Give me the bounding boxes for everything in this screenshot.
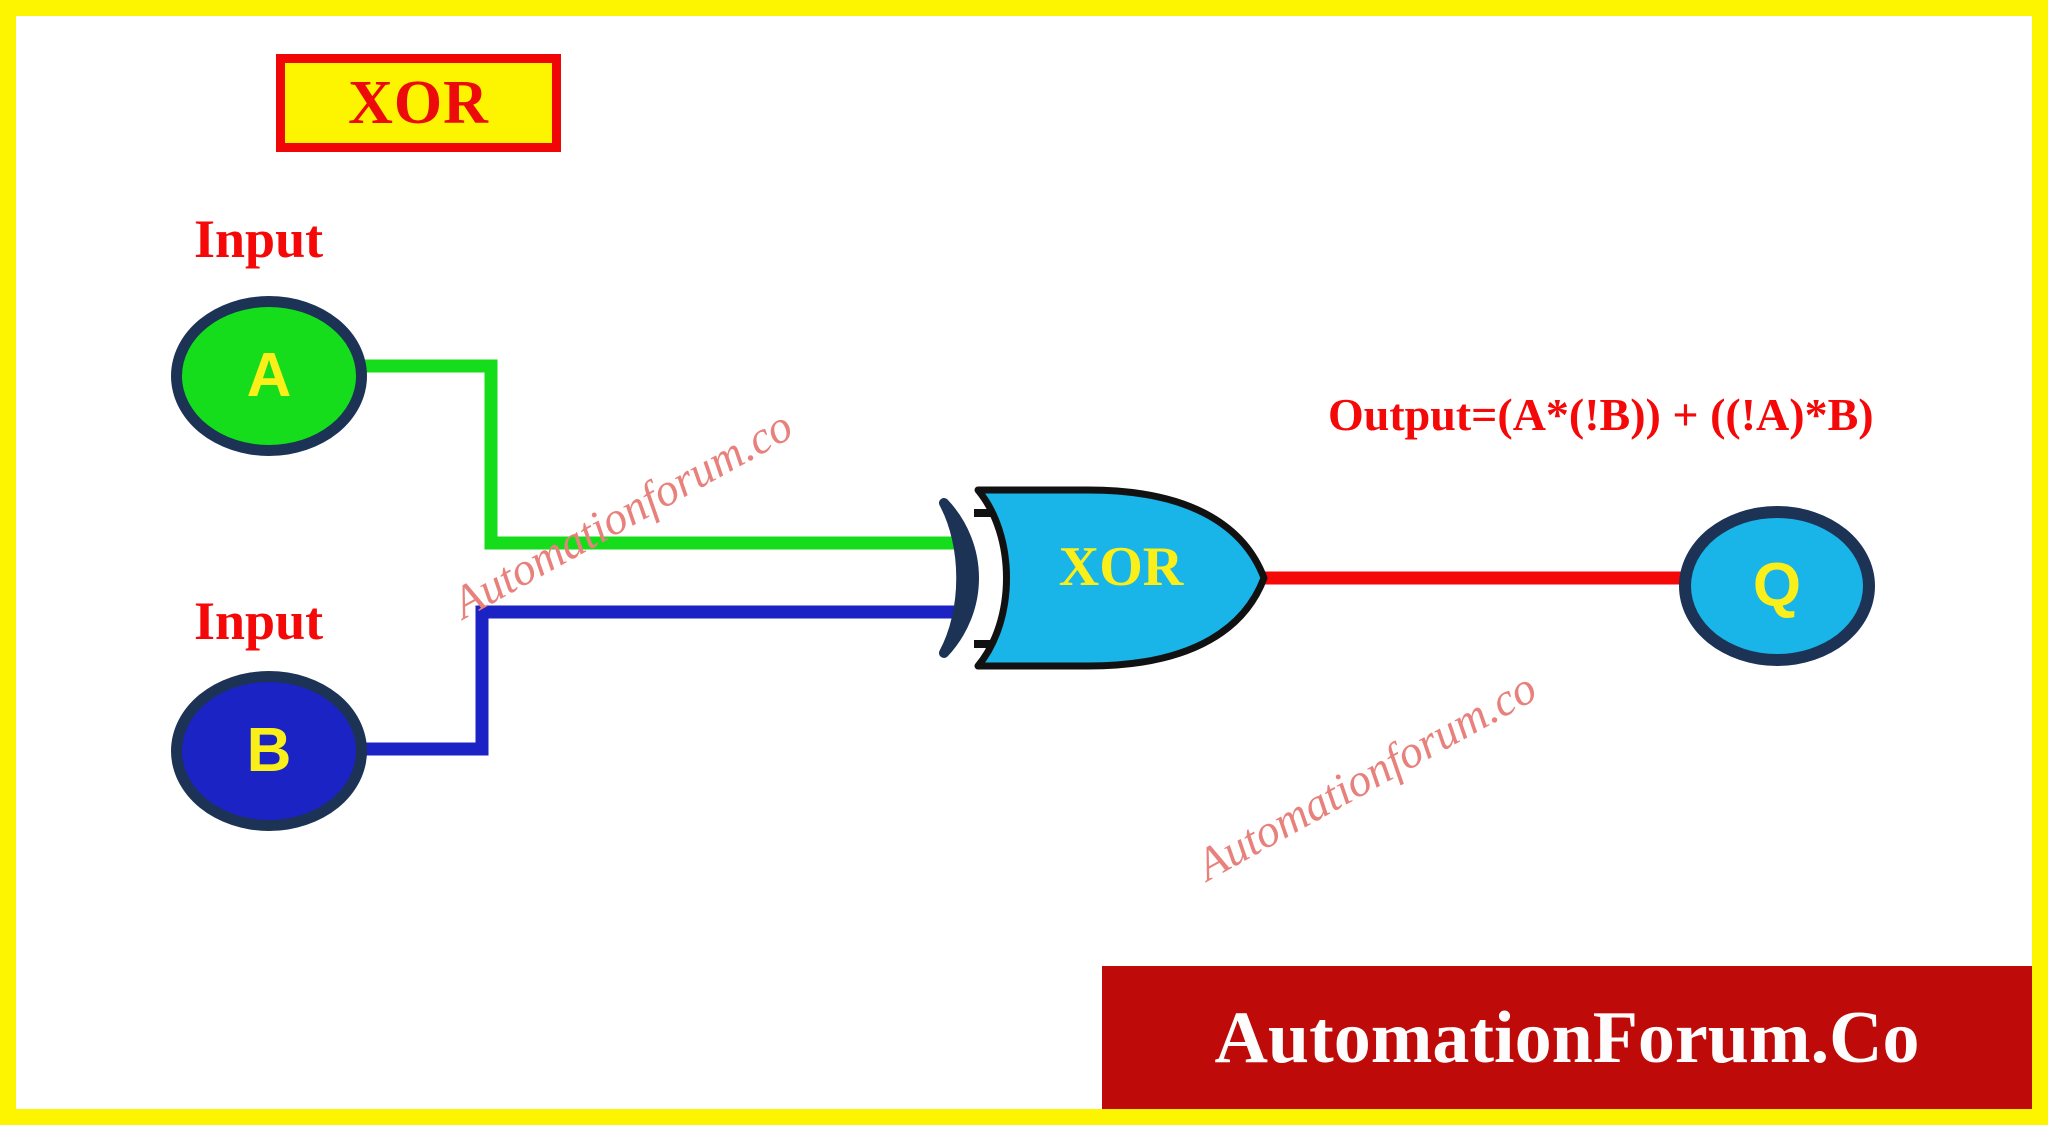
gate-body[interactable] [974,486,1268,670]
gate-label: XOR [1058,536,1184,598]
input-node-a[interactable]: A [171,296,367,456]
footer-brand-banner: AutomationForum.Co [1102,966,2032,1109]
output-node-q-label: Q [1752,551,1802,620]
input-node-b[interactable]: B [171,671,367,831]
title-plate: XOR [276,54,561,152]
output-expression: Output=(A*(!B)) + ((!A)*B) [1328,389,1874,440]
input-node-a-label: A [246,341,292,410]
xor-gate-shape[interactable] [16,16,2032,1109]
title-plate-label: XOR [348,69,489,137]
input-b-label: Input [194,591,324,651]
xor-arc-icon [939,498,979,658]
input-node-b-label: B [246,716,292,785]
input-a-label: Input [194,209,324,269]
diagram-canvas: XOR XOR Input Input A B Q Output=(A*(!B)… [16,16,2032,1109]
output-node-q[interactable]: Q [1679,506,1875,666]
footer-brand-label: AutomationForum.Co [1214,996,1920,1079]
